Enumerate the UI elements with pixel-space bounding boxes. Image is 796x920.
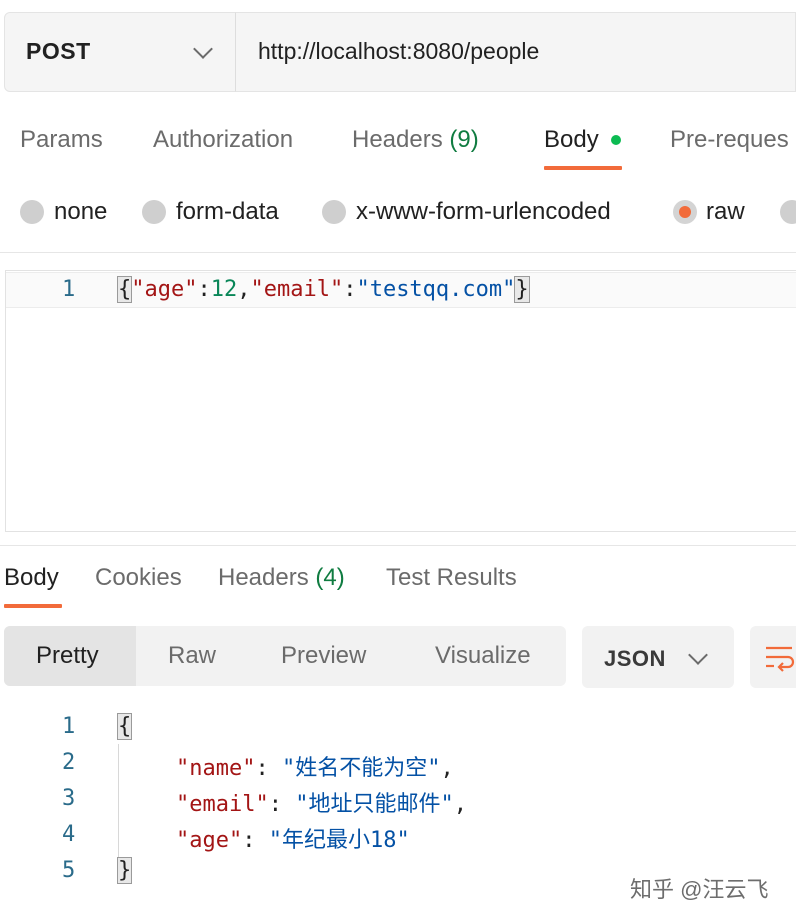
text-wrap-icon[interactable] <box>764 642 796 672</box>
request-body-editor[interactable] <box>5 270 796 532</box>
line-number: 4 <box>62 822 76 847</box>
line-number: 2 <box>62 750 76 775</box>
json-key: "name" <box>176 756 256 781</box>
open-brace: { <box>116 276 133 303</box>
radio-urlencoded-label[interactable]: x-www-form-urlencoded <box>356 198 611 225</box>
radio-raw[interactable] <box>673 200 697 224</box>
view-mode-visualize[interactable]: Visualize <box>435 642 531 669</box>
line-number: 5 <box>62 858 76 883</box>
tab-authorization[interactable]: Authorization <box>153 126 294 153</box>
watermark: 知乎 @汪云飞 <box>630 877 769 902</box>
json-key: "age" <box>131 277 198 302</box>
format-label: JSON <box>604 646 666 671</box>
tab-params[interactable]: Params <box>20 126 103 153</box>
tab-headers-label: Headers <box>352 126 443 153</box>
response-tab-headers[interactable]: Headers (4) <box>218 564 345 592</box>
colon: : <box>268 792 282 817</box>
method-select[interactable] <box>4 12 236 92</box>
response-tab-headers-label: Headers <box>218 564 309 591</box>
comma: , <box>237 277 251 302</box>
active-line-highlight <box>6 272 796 308</box>
response-tab-cookies[interactable]: Cookies <box>95 564 182 591</box>
format-select[interactable] <box>582 626 734 688</box>
tab-prerequest[interactable]: Pre-reques <box>670 126 789 153</box>
line-number: 1 <box>62 714 76 739</box>
json-key: "age" <box>176 828 243 853</box>
colon: : <box>197 277 211 302</box>
close-brace: } <box>514 276 530 303</box>
json-string: "testqq.com" <box>356 277 516 302</box>
comma: , <box>440 756 454 781</box>
radio-none-label[interactable]: none <box>54 198 108 225</box>
view-mode-active-bg <box>4 626 136 686</box>
green-dot-icon <box>611 135 621 145</box>
divider <box>0 545 796 546</box>
response-headers-count: (4) <box>315 564 345 591</box>
radio-raw-label[interactable]: raw <box>706 198 745 225</box>
response-line-5: } <box>116 857 133 884</box>
active-tab-indicator <box>544 166 622 170</box>
json-string: "地址只能邮件" <box>295 792 454 817</box>
url-text: http://localhost:8080/people <box>258 38 540 64</box>
json-key: "email" <box>250 277 344 302</box>
json-key: "email" <box>176 792 269 817</box>
headers-count: (9) <box>449 126 479 153</box>
radio-form-data[interactable] <box>142 200 166 224</box>
radio-form-data-label[interactable]: form-data <box>176 198 279 225</box>
response-line-3: "email": "地址只能邮件", <box>176 786 467 818</box>
json-string: "姓名不能为空" <box>281 756 441 781</box>
view-mode-preview[interactable]: Preview <box>281 642 367 669</box>
view-mode-raw[interactable]: Raw <box>168 642 217 669</box>
line-number: 3 <box>62 786 76 811</box>
colon: : <box>343 277 357 302</box>
open-brace: { <box>116 713 133 740</box>
response-tab-test-results[interactable]: Test Results <box>386 564 517 591</box>
json-string: "年纪最小18" <box>268 828 410 853</box>
radio-binary[interactable] <box>780 200 796 224</box>
radio-urlencoded[interactable] <box>322 200 346 224</box>
response-line-2: "name": "姓名不能为空", <box>176 750 454 782</box>
response-line-1: { <box>116 713 133 740</box>
response-tab-body[interactable]: Body <box>4 564 59 591</box>
comma: , <box>453 792 467 817</box>
view-mode-pretty[interactable]: Pretty <box>36 642 99 669</box>
divider <box>0 252 796 253</box>
radio-none[interactable] <box>20 200 44 224</box>
close-brace: } <box>116 857 133 884</box>
response-line-4: "age": "年纪最小18" <box>176 822 410 854</box>
colon: : <box>255 756 269 781</box>
tab-body[interactable]: Body <box>544 126 599 153</box>
line-number: 1 <box>62 277 76 302</box>
request-body-line: {"age":12,"email":"testqq.com"} <box>116 276 530 303</box>
json-number: 12 <box>210 277 238 302</box>
tab-headers[interactable]: Headers (9) <box>352 126 479 154</box>
method-label: POST <box>26 38 91 64</box>
colon: : <box>242 828 256 853</box>
url-input[interactable] <box>235 12 796 92</box>
response-active-tab-indicator <box>4 604 62 608</box>
indent-guide <box>118 744 119 860</box>
